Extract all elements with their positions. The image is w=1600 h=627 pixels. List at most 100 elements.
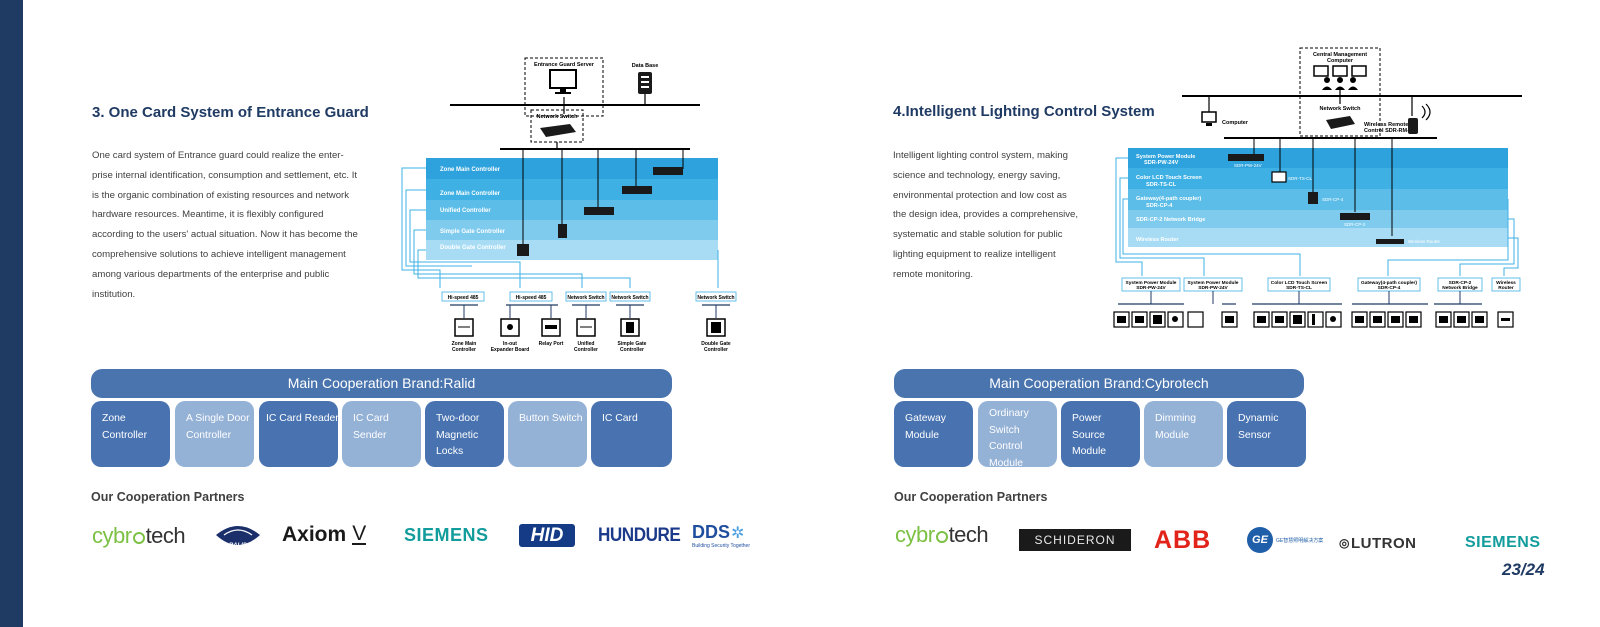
product-card-ic-card[interactable]: IC Card: [591, 401, 672, 467]
product-card-line: IC Card: [602, 413, 638, 424]
left-body-line: One card system of Entrance guard could …: [92, 150, 344, 161]
ge-monogram-icon: GE: [1247, 527, 1273, 553]
ralid-emblem-icon: RALID: [216, 526, 260, 549]
product-card-single-door-controller[interactable]: A Single Door Controller: [175, 401, 254, 467]
page-number: 23/24: [1502, 560, 1545, 579]
product-card-line: Magnetic: [436, 429, 479, 441]
double-gate-controller-device: [517, 244, 529, 256]
left-body-line: is the organic combination of existing r…: [92, 189, 350, 201]
lighting-control-diagram: Central Management Computer Network Swit…: [1113, 47, 1522, 328]
product-card-two-door-magnetic-locks[interactable]: Two-door Magnetic Locks: [425, 401, 504, 467]
bus-label: Hi-speed 485: [516, 295, 547, 301]
device-label: Double Gate: [701, 341, 731, 347]
product-card-line: Module: [989, 457, 1024, 469]
entrance-guard-server-label: Entrance Guard Server: [534, 62, 595, 68]
computer-label: Computer: [1222, 120, 1249, 126]
device-label: Controller: [704, 347, 728, 353]
svg-text:RALID: RALID: [229, 543, 248, 549]
group-label: Wireless: [1496, 280, 1516, 286]
group-label: SDR-PW-24V: [1198, 285, 1228, 291]
band-simple-gate-controller: [426, 220, 718, 240]
network-switch-icon: [540, 124, 576, 137]
power-module-device: [1228, 154, 1264, 161]
right-body-line: science and technology, energy saving,: [893, 169, 1061, 181]
product-card-zone-controller[interactable]: Zone Controller: [91, 401, 170, 467]
product-card-dynamic-sensor[interactable]: Dynamic Sensor: [1227, 401, 1306, 467]
device-label: Zone Main: [452, 341, 477, 347]
ge-logo-text: GE智慧照明解决方案: [1276, 537, 1324, 544]
dds-star-icon: ✲: [731, 524, 745, 542]
band-tag: SDR-PW-24V: [1234, 163, 1262, 168]
product-card-line: Controller: [186, 429, 232, 441]
bus-box: [695, 291, 737, 302]
product-card-line: Dimming: [1155, 413, 1196, 424]
band-system-power-module: [1128, 148, 1508, 168]
product-card-line: Module: [1072, 446, 1107, 457]
product-card-gateway-module[interactable]: Gateway Module: [894, 401, 973, 467]
product-card-line: Module: [1155, 429, 1190, 441]
right-body-text: Intelligent lighting control system, mak…: [893, 146, 1078, 285]
left-body-line: institution.: [92, 288, 136, 300]
ralid-logo: RALID: [214, 521, 262, 553]
left-body-line: comprehensive solutions to achieve intel…: [92, 248, 346, 260]
band-label: Gateway(4-path coupler): [1136, 196, 1201, 202]
band-label: Zone Main Controller: [440, 191, 501, 197]
lutron-circle-icon: ◎: [1339, 536, 1350, 550]
product-card-line: Zone: [102, 413, 126, 424]
bus-box: [565, 291, 607, 302]
group-label: System Power Module: [1126, 280, 1177, 286]
product-card-line: Two-door: [436, 413, 480, 424]
axiom-logo-text: Axiom: [282, 523, 347, 546]
dds-logo: DDS ✲ Building Security Together: [692, 522, 750, 552]
group-label: SDR-CP-4: [1378, 285, 1401, 291]
left-body-line: hardware resources. Meantime, it is flex…: [92, 209, 324, 221]
band-tag: SDR-TS-CL: [1288, 176, 1312, 181]
monitor-icon: [1332, 65, 1348, 77]
band-wireless-router: [1128, 228, 1508, 247]
lutron-logo-text: LUTRON: [1350, 534, 1417, 552]
right-body-line: the design idea, provides a comprehensiv…: [893, 209, 1079, 221]
band-label: SDR-TS-CL: [1146, 182, 1177, 188]
product-card-ic-card-sender[interactable]: IC Card Sender: [342, 401, 421, 467]
wireless-remote-label: Wireless Remote: [1364, 122, 1408, 128]
product-card-line: Dynamic: [1238, 413, 1279, 424]
bus-box: [509, 291, 553, 302]
dds-logo-text: DDS: [692, 522, 731, 542]
left-body-text: One card system of Entrance guard could …: [92, 146, 358, 304]
right-section-title: 4.Intelligent Lighting Control System: [893, 103, 1155, 120]
left-partners-heading: Our Cooperation Partners: [91, 490, 245, 504]
group-label: Router: [1498, 285, 1514, 291]
product-card-line: Source: [1072, 429, 1105, 441]
band-unified-controller: [426, 200, 718, 220]
device-label: Unified: [578, 341, 595, 347]
product-card-ordinary-switch-control-module[interactable]: Ordinary Switch Control Module: [978, 401, 1057, 469]
bus-box: [441, 291, 485, 302]
product-card-line: IC Card Reader: [266, 413, 339, 424]
band-label: Zone Main Controller: [440, 167, 501, 173]
simple-gate-controller-device: [558, 224, 567, 238]
band-label: SDR-CP-2 Network Bridge: [1136, 217, 1205, 223]
product-card-line: Sensor: [1238, 429, 1271, 441]
cybrotech-o-icon: [132, 532, 145, 544]
product-card-line: Gateway: [905, 413, 947, 424]
product-card-line: Button Switch: [519, 413, 583, 424]
left-body-line: prise internal identification, consumpti…: [92, 169, 358, 181]
product-card-dimming-module[interactable]: Dimming Module: [1144, 401, 1223, 467]
lutron-logo: ◎LUTRON: [1339, 533, 1416, 553]
device-label: Relay Port: [539, 341, 564, 347]
hid-logo: HID: [519, 524, 575, 547]
band-label: SDR-CP-4: [1146, 203, 1173, 209]
band-label: Wireless Router: [1136, 237, 1179, 243]
band-color-lcd-touch-screen: [1128, 168, 1508, 189]
product-card-line: Sender: [353, 429, 387, 441]
product-card-power-source-module[interactable]: Power Source Module: [1061, 401, 1140, 467]
cybrotech-logo-part: tech: [145, 523, 186, 548]
band-label: Simple Gate Controller: [440, 229, 506, 235]
product-card-ic-card-reader[interactable]: IC Card Reader: [259, 401, 339, 467]
product-card-button-switch[interactable]: Button Switch: [508, 401, 587, 467]
right-body-line: systematic and stable solution for publi…: [893, 229, 1063, 241]
computer-icon: [1201, 111, 1217, 123]
left-body-line: according to the users' actual situation…: [92, 229, 358, 241]
